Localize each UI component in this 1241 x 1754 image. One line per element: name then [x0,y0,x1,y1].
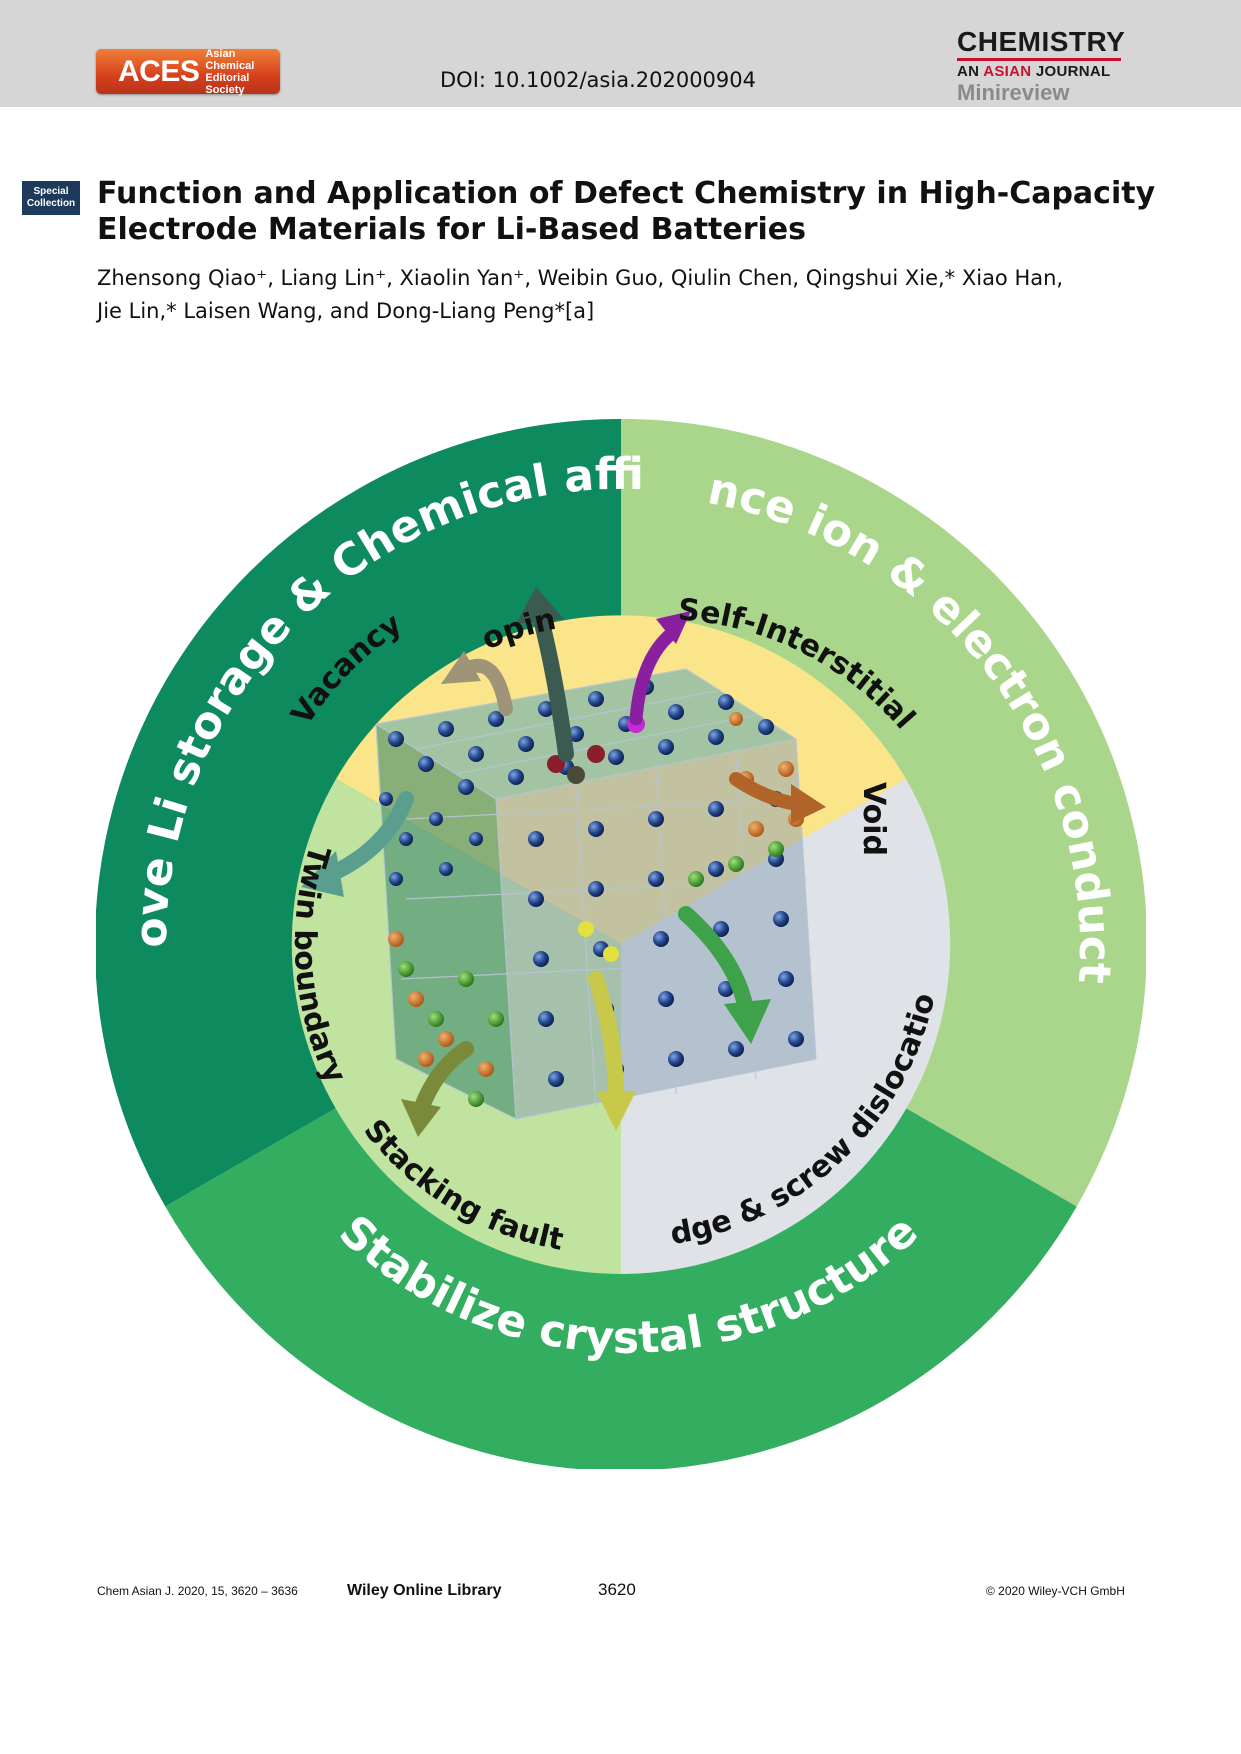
aces-logo-line1: Asian Chemical [205,47,255,72]
page-header: ACES Asian Chemical Editorial Society DO… [0,0,1241,107]
authors-line2: Jie Lin,* Laisen Wang, and Dong-Liang Pe… [97,299,595,323]
footer-page-number: 3620 [598,1580,636,1599]
stacking-fault-arrow [413,1041,474,1117]
journal-name: CHEMISTRY [957,26,1126,57]
void-arrowhead [791,784,826,824]
journal-sub-journal: JOURNAL [1035,63,1111,80]
edge-screw-arrowhead-yellow [596,1091,636,1131]
author-list: Zhensong Qiao⁺, Liang Lin⁺, Xiaolin Yan⁺… [97,262,1177,328]
doping-arrow [533,611,574,762]
footer-wiley-library[interactable]: Wiley Online Library [347,1582,502,1599]
badge-line1: Special [33,186,69,197]
twin-boundary-arrow [323,791,414,882]
aces-logo-abbr: ACES [118,54,200,88]
aces-logo[interactable]: ACES Asian Chemical Editorial Society [96,48,280,96]
twin-boundary-arrowhead [301,851,344,897]
journal-logo: CHEMISTRY AN ASIAN JOURNAL Minireview [957,28,1127,104]
edge-screw-arrow-green [678,906,754,1017]
special-collection-badge[interactable]: Special Collection [22,181,80,215]
journal-rule [957,58,1121,61]
void-arrow [729,772,803,811]
footer-citation: Chem Asian J. 2020, 15, 3620 – 3636 [97,1584,298,1598]
stacking-fault-arrowhead [401,1099,441,1137]
edge-screw-arrow-yellow [588,971,624,1107]
self-interstitial-arrowhead [656,611,691,644]
defect-chemistry-figure: Improve Li storage & Chemical affinity E… [96,419,1146,1469]
title-line2: Electrode Materials for Li-Based Batteri… [97,212,807,247]
self-interstitial-arrow [629,627,678,726]
authors-line1: Zhensong Qiao⁺, Liang Lin⁺, Xiaolin Yan⁺… [97,266,1064,290]
journal-sub-asian: ASIAN [983,63,1032,80]
vacancy-arrowhead [441,651,481,684]
crystal-lattice-cube [375,668,817,1120]
footer-copyright: © 2020 Wiley-VCH GmbH [986,1584,1125,1598]
article-type: Minireview [957,80,1070,105]
label-void: Void [856,782,891,856]
aces-logo-text: Asian Chemical Editorial Society [205,48,280,96]
article-title: Function and Application of Defect Chemi… [97,176,1177,248]
doping-arrowhead [516,587,564,624]
journal-sub-an: AN [957,63,980,80]
aces-logo-line2: Editorial Society [205,71,250,96]
journal-subtitle: AN ASIAN JOURNAL [957,64,1127,80]
title-line1: Function and Application of Defect Chemi… [97,176,1156,211]
edge-screw-arrowhead-green [724,999,771,1044]
badge-line2: Collection [26,198,76,209]
doi-text[interactable]: DOI: 10.1002/asia.202000904 [440,68,756,92]
